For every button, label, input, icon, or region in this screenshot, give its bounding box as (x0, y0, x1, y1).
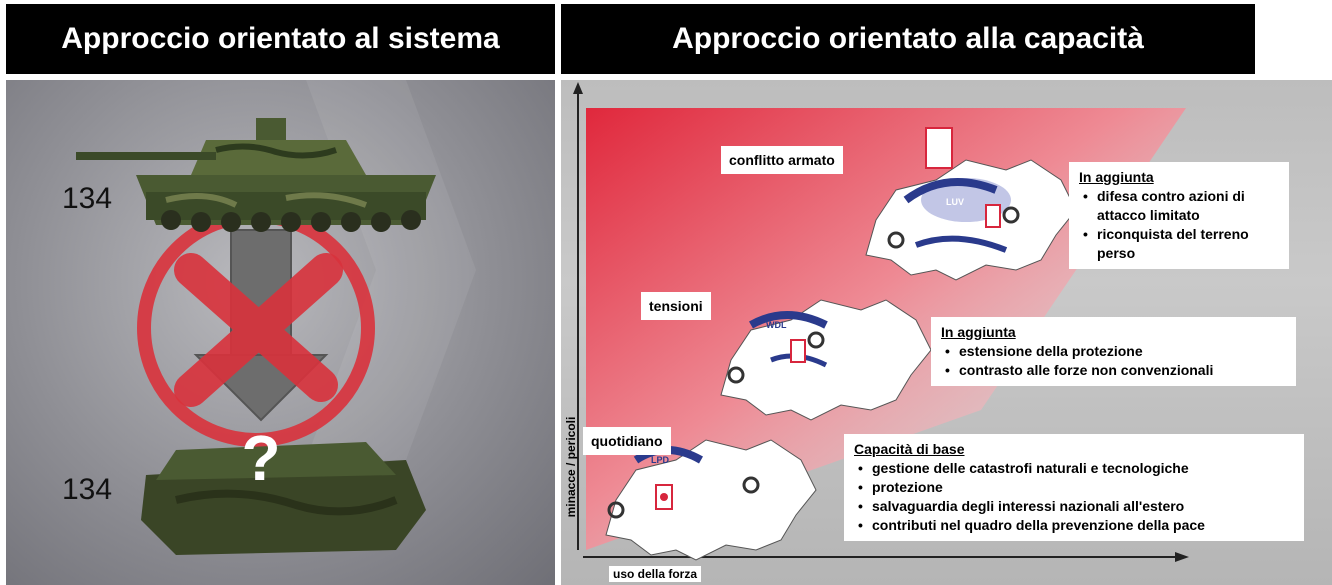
count-bottom: 134 (62, 473, 113, 506)
question-mark: ? (241, 422, 280, 494)
level-label-tensions: tensioni (641, 292, 711, 320)
info-box-everyday: Capacità di base gestione delle catastro… (844, 434, 1304, 541)
list-item: salvaguardia degli interessi nazionali a… (854, 497, 1294, 516)
tank-illustration: ? (76, 80, 476, 555)
svg-text:LPD: LPD (651, 455, 670, 465)
info-box-title: Capacità di base (854, 441, 965, 457)
capability-approach-panel: LUV WDL LPD conflitto armato tensioni qu… (561, 80, 1332, 585)
info-box-title: In aggiunta (941, 324, 1016, 340)
capability-diagram: LUV WDL LPD (573, 82, 1189, 562)
info-box-tensions: In aggiunta estensione della protezione … (931, 317, 1296, 386)
red-x (174, 253, 343, 407)
level-label-everyday: quotidiano (583, 427, 671, 455)
panel-divider (555, 0, 561, 585)
svg-text:WDL: WDL (766, 320, 787, 330)
list-item: contrasto alle forze non convenzionali (941, 361, 1286, 380)
list-item: estensione della protezione (941, 342, 1286, 361)
level-label-armed-conflict: conflitto armato (721, 146, 843, 174)
left-panel-title: Approccio orientato al sistema (6, 4, 555, 74)
list-item: protezione (854, 478, 1294, 497)
info-box-armed-conflict: In aggiunta difesa contro azioni di atta… (1069, 162, 1289, 269)
list-item: contributi nel quadro della prevenzione … (854, 516, 1294, 535)
list-item: gestione delle catastrofi naturali e tec… (854, 459, 1294, 478)
list-item: difesa contro azioni di attacco limitato (1079, 187, 1279, 225)
y-axis-label: minacce / pericoli (564, 416, 578, 518)
switzerland-map-everyday: LPD (605, 439, 817, 561)
right-panel-title: Approccio orientato alla capacità (561, 4, 1255, 74)
switzerland-map-tensions: WDL (720, 299, 932, 421)
count-top: 134 (62, 182, 113, 215)
info-box-title: In aggiunta (1079, 169, 1154, 185)
x-axis-label: uso della forza (609, 566, 702, 582)
list-item: riconquista del terreno perso (1079, 225, 1279, 263)
svg-text:LUV: LUV (946, 197, 964, 207)
switzerland-map-armed-conflict: LUV (865, 127, 1077, 281)
system-approach-panel: ? 134 134 (6, 80, 555, 585)
bottom-tank-icon (141, 442, 426, 555)
top-tank-icon (76, 118, 436, 232)
